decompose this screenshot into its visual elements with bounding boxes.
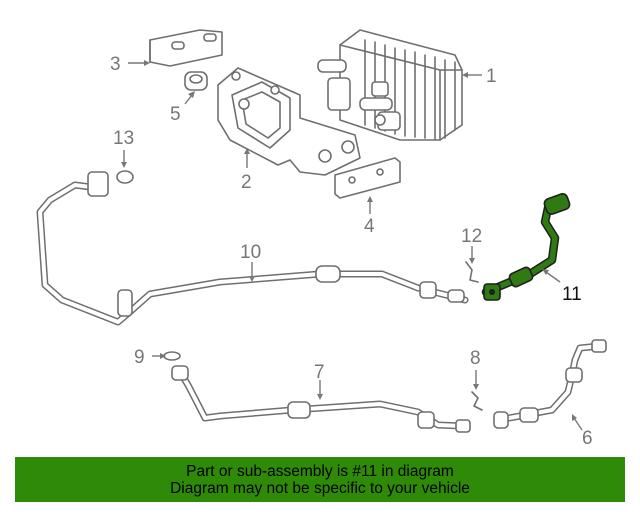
callout-1: 1 bbox=[486, 66, 497, 87]
callout-9: 9 bbox=[134, 347, 145, 368]
part-2-bracket[interactable] bbox=[217, 67, 361, 176]
parts-diagram: 1 2 3 4 5 6 7 8 9 10 11 12 13 bbox=[36, 29, 607, 449]
part-8-clip[interactable] bbox=[471, 391, 483, 411]
banner-line-2: Diagram may not be specific to your vehi… bbox=[170, 479, 470, 497]
callout-10: 10 bbox=[240, 242, 261, 263]
part-1-oil-cooler[interactable] bbox=[317, 29, 463, 141]
part-4-plate[interactable] bbox=[334, 157, 401, 199]
part-3-mounting-plate[interactable] bbox=[149, 29, 223, 67]
part-9-seal[interactable] bbox=[163, 351, 181, 361]
part-7-cooler-line[interactable] bbox=[171, 365, 471, 433]
part-11-cooler-hose[interactable] bbox=[481, 192, 571, 301]
info-banner: Part or sub-assembly is #11 in diagram D… bbox=[15, 457, 625, 502]
part-10-cooler-line[interactable] bbox=[36, 171, 469, 326]
callout-5: 5 bbox=[170, 104, 181, 125]
part-6-hose[interactable] bbox=[493, 339, 607, 429]
callout-2: 2 bbox=[241, 172, 252, 193]
callout-arrows bbox=[121, 60, 583, 431]
callout-7: 7 bbox=[314, 362, 325, 383]
callout-4: 4 bbox=[364, 216, 375, 237]
banner-line-1: Part or sub-assembly is #11 in diagram bbox=[186, 462, 454, 480]
part-12-clip[interactable] bbox=[465, 261, 479, 283]
callout-8: 8 bbox=[470, 348, 481, 369]
callout-6: 6 bbox=[582, 428, 593, 449]
callout-3: 3 bbox=[110, 54, 121, 75]
part-5-grommet[interactable] bbox=[184, 71, 208, 91]
part-13-o-ring[interactable] bbox=[116, 170, 134, 184]
callout-11: 11 bbox=[562, 284, 582, 305]
callout-12: 12 bbox=[461, 226, 482, 247]
callout-13: 13 bbox=[113, 128, 134, 149]
